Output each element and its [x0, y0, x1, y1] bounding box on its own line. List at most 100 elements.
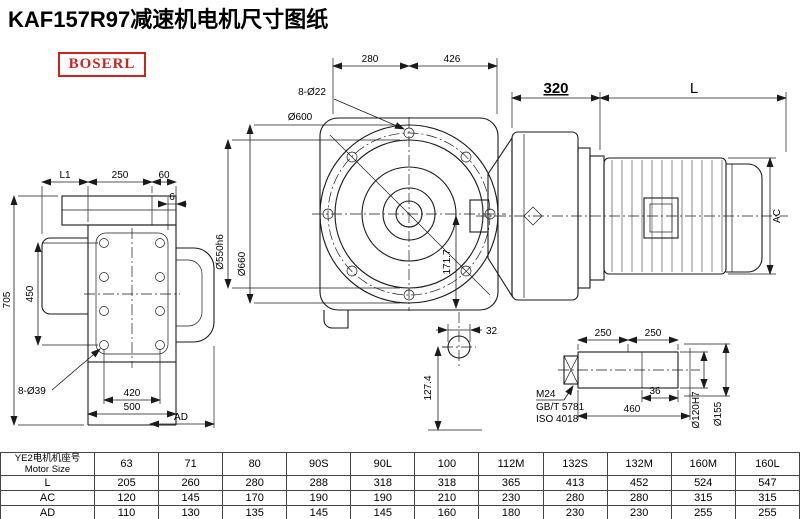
table-cell: 130: [158, 505, 224, 519]
table-col-header: 80: [222, 452, 288, 476]
table-col-header: 71: [158, 452, 224, 476]
dim-label-250-right: 250: [645, 328, 662, 339]
dim-label-127-4: 127.4: [423, 375, 434, 400]
table-cell: 452: [606, 475, 672, 491]
dim-label-l1: L1: [59, 170, 71, 181]
table-col-header: 90L: [350, 452, 416, 476]
table-cell: 160: [414, 505, 480, 519]
table-col-header: 90S: [286, 452, 352, 476]
table-cell: 318: [414, 475, 480, 491]
dim-label-8-d39: 8-Ø39: [18, 386, 46, 397]
table-cell: 110: [93, 505, 160, 519]
table-cell: 255: [734, 505, 800, 519]
table-header-motor-size: YE2电机机座号 Motor Size: [0, 452, 95, 476]
dim-label-450: 450: [25, 285, 36, 302]
motor-flange: [589, 155, 605, 281]
dim-label-171-7: 171.7: [442, 249, 453, 274]
table-row: L 205 260 280 288 318 318 365 413 452 52…: [0, 475, 800, 491]
table-col-header: 132M: [606, 452, 672, 476]
dim-label-d155: Ø155: [713, 401, 724, 426]
table-cell: 145: [158, 490, 224, 506]
dim-label-6: 6: [169, 192, 175, 203]
hole-detail: 32 127.4: [423, 312, 498, 431]
side-view: [469, 131, 788, 301]
dim-label-d550h6: Ø550h6: [215, 234, 226, 270]
bolt-hole: [460, 265, 472, 277]
dim-label-8-d22: 8-Ø22: [298, 87, 326, 98]
bolt-hole: [155, 340, 165, 350]
label-m24: M24: [536, 389, 556, 400]
table-cell: 255: [670, 505, 736, 519]
table-col-header: 132S: [542, 452, 608, 476]
table-cell: 318: [350, 475, 416, 491]
table-cell: 120: [93, 490, 160, 506]
label-iso-4018: ISO 4018: [536, 414, 579, 425]
bolt-hole: [99, 340, 109, 350]
fan-cowl: [726, 163, 763, 273]
table-cell: 145: [350, 505, 416, 519]
dim-label-280: 280: [362, 54, 379, 65]
side-view-dimensions: 320 L AC: [511, 80, 787, 275]
dim-label-426: 426: [444, 54, 461, 65]
dim-label-32: 32: [486, 326, 498, 337]
motor-body: [603, 157, 727, 275]
dim-label-250-left: 250: [595, 328, 612, 339]
table-cell: 230: [606, 505, 672, 519]
dim-label-460: 460: [624, 404, 641, 415]
table-cell: 413: [542, 475, 608, 491]
dim-label-ac: AC: [772, 209, 783, 223]
table-cell: 280: [222, 475, 288, 491]
motor-nameplate: [643, 197, 679, 239]
left-view-dimensions: L1 250 60 6 705 450 8-Ø39 420 500: [2, 124, 400, 428]
adapter-ring: [577, 147, 591, 289]
dim-label-420: 420: [124, 388, 141, 399]
bolt-hole: [155, 272, 165, 282]
table-row-label: L: [0, 475, 95, 491]
dim-label-500: 500: [124, 402, 141, 413]
shaft-detail: M24 GB/T 5781 ISO 4018 250 250 36 460 Ø1…: [536, 328, 730, 429]
table-row: AD 110 130 135 145 145 160 180 230 230 2…: [0, 505, 800, 519]
table-row-label: AC: [0, 490, 95, 506]
table-header-cn: YE2电机机座号: [14, 453, 81, 464]
front-view: [312, 117, 506, 329]
dim-label-d120h7: Ø120H7: [691, 391, 702, 429]
dim-label-320: 320: [543, 80, 568, 97]
table-col-header: 112M: [478, 452, 544, 476]
table-cell: 547: [734, 475, 800, 491]
diameter-callout-line: [329, 134, 491, 296]
table-cell: 205: [93, 475, 160, 491]
front-view-dimensions: 280 426 8-Ø22 Ø600 171.7: [288, 54, 498, 309]
table-col-header: 160M: [670, 452, 736, 476]
dim-label-d660: Ø660: [237, 251, 248, 276]
table-cell: 315: [670, 490, 736, 506]
table-cell: 365: [478, 475, 544, 491]
table-cell: 170: [222, 490, 288, 506]
table-cell: 280: [542, 490, 608, 506]
label-gbt-5781: GB/T 5781: [536, 402, 585, 413]
table-cell: 230: [542, 505, 608, 519]
table-col-header: 63: [93, 452, 160, 476]
bolt-hole: [155, 238, 165, 248]
housing-foot-lug: [323, 310, 349, 329]
table-cell: 190: [286, 490, 352, 506]
table-cell: 260: [158, 475, 224, 491]
table-cell: 288: [286, 475, 352, 491]
table-cell: 315: [734, 490, 800, 506]
gearbox-top-cap: [61, 195, 177, 226]
table-cell: 135: [222, 505, 288, 519]
dim-label-60: 60: [158, 170, 170, 181]
table-header-en: Motor Size: [24, 464, 71, 475]
table-cell: 210: [414, 490, 480, 506]
dim-label-ad: AD: [174, 412, 188, 423]
bolt-hole: [346, 151, 358, 163]
dim-label-d600: Ø600: [288, 112, 313, 123]
table-row-label: AD: [0, 505, 95, 519]
dim-label-705: 705: [2, 291, 13, 308]
dim-label-36: 36: [649, 386, 661, 397]
bolt-hole: [155, 306, 165, 316]
table-col-header: 100: [414, 452, 480, 476]
table-col-header: 160L: [734, 452, 800, 476]
table-row: AC 120 145 170 190 190 210 230 280 280 3…: [0, 490, 800, 506]
motor-size-table: YE2电机机座号 Motor Size 63 71 80 90S 90L 100…: [0, 452, 800, 519]
